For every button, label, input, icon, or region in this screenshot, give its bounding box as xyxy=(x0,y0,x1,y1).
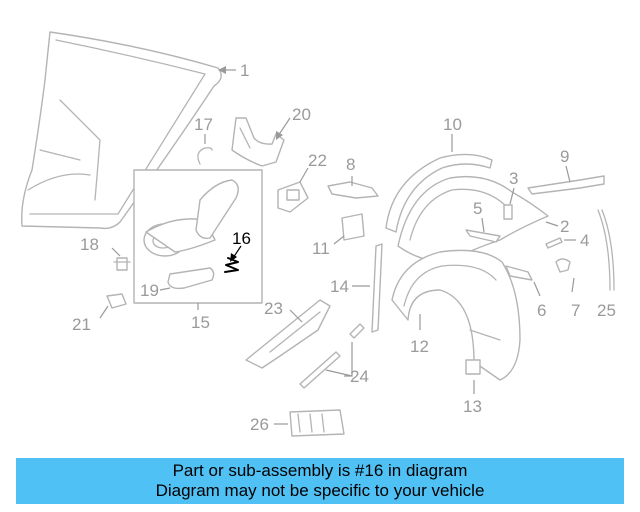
callout-19: 19 xyxy=(140,281,159,300)
callout-5: 5 xyxy=(473,199,482,218)
callout-2: 2 xyxy=(560,217,569,236)
part-16-spring xyxy=(224,257,239,273)
callout-1: 1 xyxy=(240,61,249,80)
part-18-bolt xyxy=(113,257,131,271)
leader-11 xyxy=(333,235,345,245)
callout-11: 11 xyxy=(312,239,330,258)
arrow-20 xyxy=(276,131,283,140)
part-9-trim xyxy=(527,175,605,195)
callout-18: 18 xyxy=(80,235,99,254)
callout-20: 20 xyxy=(292,105,311,124)
part-8-bracket xyxy=(327,181,379,199)
leader-3 xyxy=(509,187,515,205)
part-10-wheel-flare xyxy=(385,153,493,233)
arrow-16 xyxy=(230,253,237,262)
leader-24 xyxy=(325,342,353,377)
callout-6: 6 xyxy=(537,301,546,320)
part-12-wheel-liner xyxy=(391,249,521,381)
part-25-seal xyxy=(597,209,611,291)
part-13-clip xyxy=(465,359,481,375)
part-19-gasket xyxy=(167,267,215,290)
part-2-wheel-arch-panel xyxy=(397,175,549,263)
callout-8: 8 xyxy=(346,155,355,174)
callout-10: 10 xyxy=(443,115,462,134)
leader-20 xyxy=(277,117,291,137)
fuel-door-assembly xyxy=(143,179,239,257)
banner-line-1: Part or sub-assembly is #16 in diagram xyxy=(172,461,468,480)
part-24-struts xyxy=(299,323,365,389)
callout-21: 21 xyxy=(72,315,91,334)
callout-12: 12 xyxy=(410,337,429,356)
callout-26: 26 xyxy=(250,415,269,434)
part-4-pin xyxy=(545,237,563,249)
callout-4: 4 xyxy=(580,231,589,250)
leader-9 xyxy=(565,165,571,183)
callout-22: 22 xyxy=(308,151,327,170)
callout-3: 3 xyxy=(509,169,518,188)
callout-24: 24 xyxy=(350,367,369,386)
part-5-bracket xyxy=(465,229,501,243)
leader-18 xyxy=(111,247,121,257)
parts-diagram: 1 19 15 16 17 20 22 18 xyxy=(21,31,616,437)
callout-16: 16 xyxy=(232,229,251,248)
part-23-panel xyxy=(245,299,331,369)
part-6-bracket xyxy=(505,265,533,281)
leader-7 xyxy=(571,277,575,293)
leader-21 xyxy=(99,305,109,319)
leader-22 xyxy=(299,167,309,183)
part-20-bracket xyxy=(231,117,285,167)
part-3-clip xyxy=(503,204,513,220)
callout-15: 15 xyxy=(191,313,210,332)
part-26-vent xyxy=(289,409,345,437)
part-14-seal-strip xyxy=(371,243,383,333)
leader-23 xyxy=(289,309,303,323)
callout-7: 7 xyxy=(571,301,580,320)
part-7-clip xyxy=(555,258,571,273)
arrow-1 xyxy=(218,66,226,74)
leader-2 xyxy=(545,221,559,227)
part-21-grommet xyxy=(106,293,127,309)
banner-line-2: Diagram may not be specific to your vehi… xyxy=(155,481,485,500)
part-17-clip xyxy=(197,147,213,165)
callout-13: 13 xyxy=(463,397,482,416)
leader-19 xyxy=(159,287,171,291)
info-banner: Part or sub-assembly is #16 in diagram D… xyxy=(16,458,624,504)
callout-25: 25 xyxy=(597,301,616,320)
leader-5 xyxy=(481,217,485,233)
callout-17: 17 xyxy=(194,115,213,134)
part-25-seal-edge xyxy=(601,209,615,291)
callout-9: 9 xyxy=(560,147,569,166)
part-22-actuator xyxy=(277,181,309,213)
part-11-plate xyxy=(341,213,365,241)
callout-23: 23 xyxy=(264,299,283,318)
leader-6 xyxy=(533,281,541,297)
callout-14: 14 xyxy=(330,277,349,296)
